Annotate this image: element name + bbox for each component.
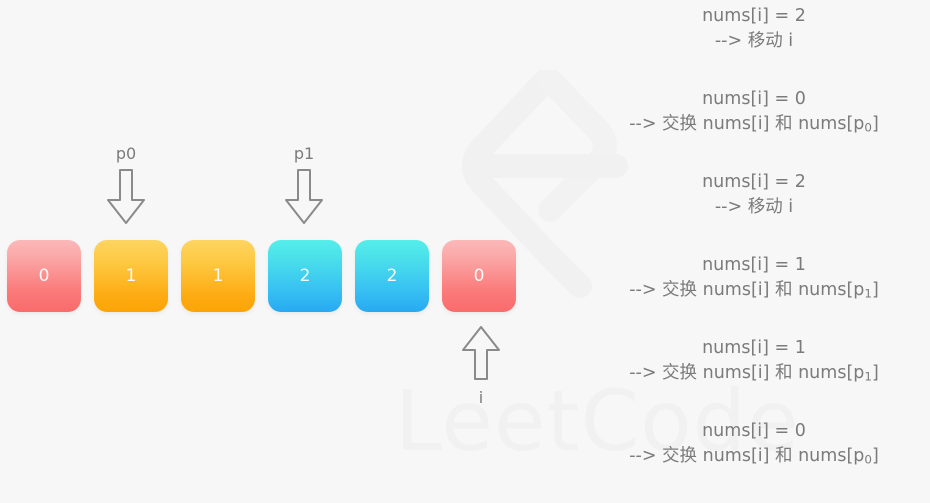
note-action: --> 交换 nums[i] 和 nums[p1]	[578, 278, 930, 303]
note-action-subscript: 1	[864, 369, 872, 384]
array-cell-value: 1	[212, 265, 224, 286]
array-cell: 1	[94, 240, 168, 312]
notes-panel: nums[i] = 2 --> 移动 i nums[i] = 0 --> 交换 …	[578, 0, 930, 503]
note-action: --> 交换 nums[i] 和 nums[p0]	[578, 112, 930, 137]
note-action: --> 移动 i	[578, 29, 930, 54]
pointer-label-p1: p1	[293, 144, 315, 163]
array-cell: 2	[355, 240, 429, 312]
array-row: 0 1 1 2 2 0	[7, 240, 516, 312]
array-cell: 2	[268, 240, 342, 312]
array-cell-value: 1	[125, 265, 137, 286]
pointer-label-p0: p0	[115, 144, 137, 163]
arrow-down-icon	[107, 169, 145, 224]
note-action-prefix: --> 交换 nums[i] 和 nums[p	[629, 279, 865, 300]
note-action-prefix: --> 移动	[714, 196, 789, 217]
array-cell-value: 0	[473, 265, 485, 286]
note-action-prefix: --> 交换 nums[i] 和 nums[p	[629, 445, 865, 466]
note-action-prefix: --> 交换 nums[i] 和 nums[p	[629, 362, 865, 383]
pointer-marker-p0: p0	[104, 146, 148, 226]
note-block: nums[i] = 1 --> 交换 nums[i] 和 nums[p1]	[578, 253, 930, 303]
note-action-prefix: --> 交换 nums[i] 和 nums[p	[629, 113, 865, 134]
arrow-up-icon	[462, 326, 500, 380]
note-action-suffix: ]	[871, 279, 879, 300]
note-block: nums[i] = 2 --> 移动 i	[578, 4, 930, 54]
note-action: --> 交换 nums[i] 和 nums[p0]	[578, 444, 930, 469]
note-condition: nums[i] = 1	[702, 338, 806, 358]
note-action-subscript: 0	[864, 452, 872, 467]
note-action-suffix: ]	[871, 362, 879, 383]
arrow-down-icon	[285, 169, 323, 224]
array-cell-value: 2	[386, 265, 398, 286]
note-condition: nums[i] = 2	[702, 6, 806, 26]
pointer-marker-p1: p1	[282, 146, 326, 226]
note-action-subscript: 1	[864, 286, 872, 301]
note-condition: nums[i] = 2	[702, 172, 806, 192]
note-block: nums[i] = 0 --> 交换 nums[i] 和 nums[p0]	[578, 87, 930, 137]
note-condition: nums[i] = 0	[702, 89, 806, 109]
note-block: nums[i] = 0 --> 交换 nums[i] 和 nums[p0]	[578, 419, 930, 469]
note-condition: nums[i] = 0	[702, 421, 806, 441]
array-cell-value: 0	[38, 265, 50, 286]
note-action-subscript: 0	[864, 120, 872, 135]
note-action-var: i	[788, 30, 794, 51]
note-action-suffix: ]	[871, 445, 879, 466]
note-action-suffix: ]	[871, 113, 879, 134]
note-action-prefix: --> 移动	[714, 30, 789, 51]
pointer-marker-i: i	[459, 325, 503, 406]
array-cell: 1	[181, 240, 255, 312]
pointer-label-i: i	[478, 388, 484, 407]
note-block: nums[i] = 1 --> 交换 nums[i] 和 nums[p1]	[578, 336, 930, 386]
note-action: --> 移动 i	[578, 195, 930, 220]
array-cell-value: 2	[299, 265, 311, 286]
array-cell: 0	[442, 240, 516, 312]
note-condition: nums[i] = 1	[702, 255, 806, 275]
note-action-var: i	[788, 196, 794, 217]
array-cell: 0	[7, 240, 81, 312]
note-action: --> 交换 nums[i] 和 nums[p1]	[578, 361, 930, 386]
note-block: nums[i] = 2 --> 移动 i	[578, 170, 930, 220]
